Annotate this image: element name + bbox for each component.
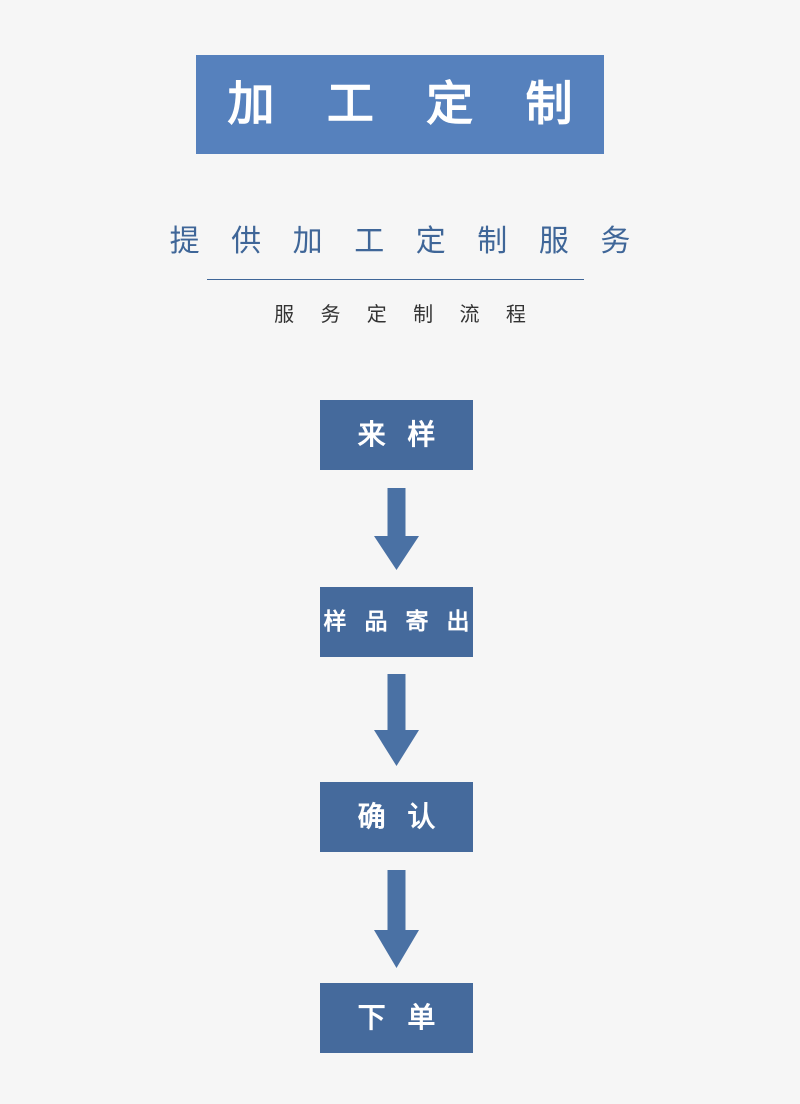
section-heading: 服 务 定 制 流 程 <box>274 302 536 326</box>
header-banner: 加 工 定 制 <box>196 55 604 154</box>
subtitle-primary: 提 供 加 工 定 制 服 务 <box>169 224 642 259</box>
arrow-down-icon-1 <box>374 488 419 570</box>
subtitle-block: 提 供 加 工 定 制 服 务 <box>0 222 800 262</box>
flow-step-1-label: 来 样 <box>357 418 442 451</box>
subtitle-divider <box>207 279 584 280</box>
arrow-down-icon-3 <box>374 870 419 968</box>
flow-step-2-label: 样 品 寄 出 <box>323 608 475 635</box>
section-heading-block: 服 务 定 制 流 程 <box>0 300 800 328</box>
flow-step-1: 来 样 <box>320 400 473 470</box>
page-title: 加 工 定 制 <box>227 77 591 132</box>
flow-step-4: 下 单 <box>320 983 473 1053</box>
flow-step-4-label: 下 单 <box>357 1001 442 1034</box>
arrow-down-icon-2 <box>374 674 419 766</box>
flow-step-3-label: 确 认 <box>357 800 442 833</box>
flow-step-2: 样 品 寄 出 <box>320 587 473 657</box>
flow-step-3: 确 认 <box>320 782 473 852</box>
